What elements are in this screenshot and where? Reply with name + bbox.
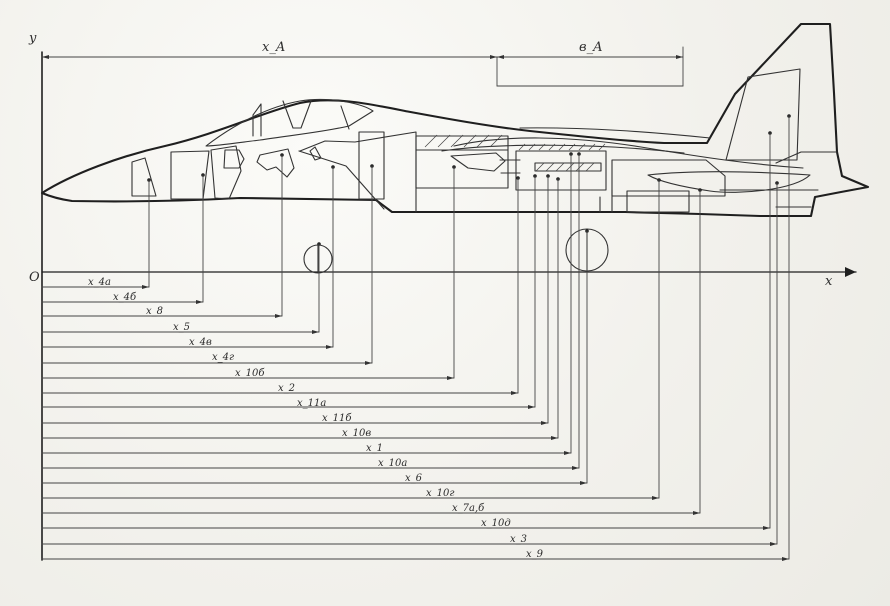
label-x10a: x_10а — [378, 458, 407, 469]
label-x10g: x_10г — [426, 488, 454, 499]
label-x4g: x_4г — [212, 352, 234, 363]
label-x1: x_1 — [366, 443, 383, 454]
xa-label: x_A — [262, 40, 285, 55]
x-axis-label: x — [825, 274, 833, 289]
label-x2: x_2 — [278, 383, 295, 394]
label-x4v: x_4в — [189, 337, 212, 348]
label-x11b: x_11б — [322, 413, 352, 424]
aircraft-outline — [40, 22, 870, 218]
label-x11a: x_11а — [297, 398, 326, 409]
ba-label: в_A — [579, 40, 602, 55]
label-x4a: x_4a — [88, 277, 111, 288]
label-x10b: x_10б — [235, 368, 265, 379]
label-x3: x_3 — [510, 534, 527, 545]
label-x9: x_9 — [526, 549, 544, 560]
projection-lines — [148, 115, 790, 560]
label-x10v: x_10в — [342, 428, 371, 439]
center-points — [147, 114, 791, 246]
dimension-lines — [41, 285, 790, 561]
label-x5: x_5 — [173, 322, 190, 333]
origin-label: O — [29, 270, 40, 285]
hatched-regions — [424, 134, 606, 172]
top-dimensions: x_A в_A — [41, 40, 684, 87]
label-x4b: x_4б — [113, 292, 137, 303]
label-x10d: x_10д — [481, 518, 511, 529]
label-x6: x_6 — [405, 473, 423, 484]
y-axis-label: y — [28, 31, 37, 46]
label-x8: x_8 — [146, 306, 163, 317]
coordinate-axes: y x O — [28, 31, 857, 561]
label-x7ab: x_7а,б — [452, 503, 485, 514]
landing-gear-wheels — [303, 228, 609, 274]
dimension-label-group: x_4a x_4б x_8 x_5 x_4в x_4г x_10б x_2 x_… — [88, 277, 544, 560]
